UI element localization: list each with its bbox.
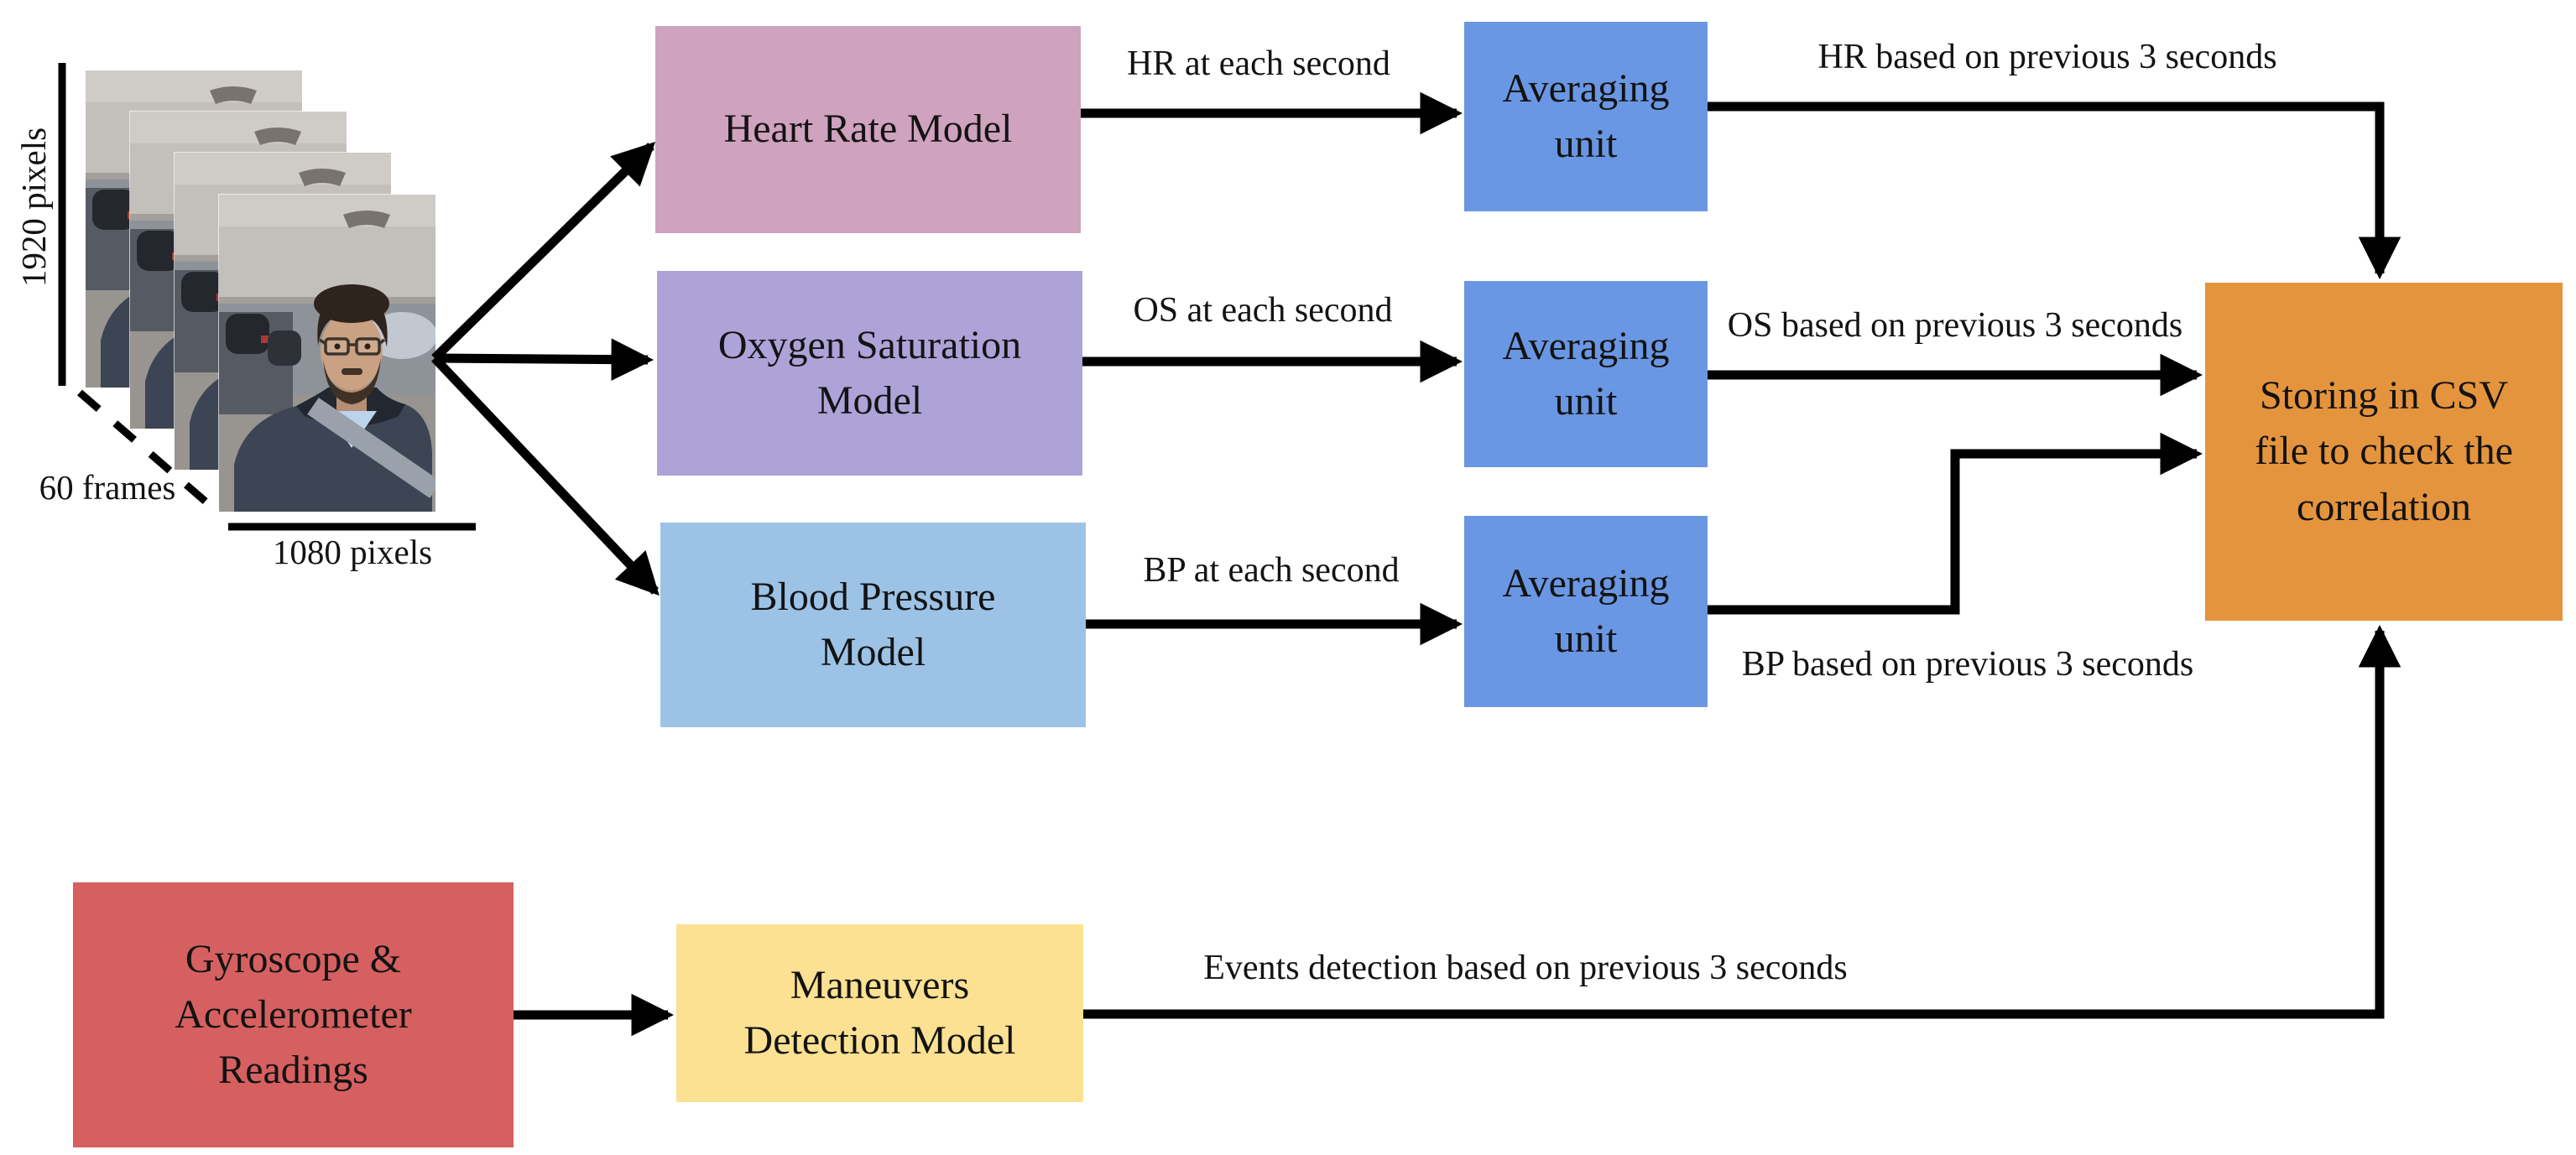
video-frame bbox=[219, 195, 435, 512]
node-label: Gyroscope & Accelerometer Readings bbox=[175, 936, 412, 1093]
node-label: Storing in CSV file to check the correla… bbox=[2255, 373, 2513, 529]
node-label: Averaging unit bbox=[1502, 560, 1670, 661]
node-label: Heart Rate Model bbox=[723, 107, 1013, 152]
node-averaging-unit-hr: Averaging unit bbox=[1464, 22, 1708, 211]
edge-label-hr-each-second: HR at each second bbox=[1127, 44, 1390, 83]
node-averaging-unit-os: Averaging unit bbox=[1464, 281, 1708, 467]
node-label: Oxygen Saturation Model bbox=[717, 322, 1022, 423]
frame-height-label: 1920 pixels bbox=[14, 127, 53, 288]
node-label: Blood Pressure Model bbox=[750, 574, 996, 674]
edge-label-events-detection: Events detection based on previous 3 sec… bbox=[1203, 949, 1848, 987]
edge-label-os-previous-3s: OS based on previous 3 seconds bbox=[1727, 306, 2183, 345]
arrow-frames-to-heart-rate bbox=[431, 142, 656, 362]
node-label: Averaging unit bbox=[1502, 65, 1670, 166]
edge-label-bp-each-second: BP at each second bbox=[1143, 551, 1400, 590]
arrow-frames-to-blood-pressure bbox=[431, 355, 660, 596]
node-maneuvers-detection-model: Maneuvers Detection Model bbox=[676, 924, 1083, 1102]
node-averaging-unit-bp: Averaging unit bbox=[1464, 516, 1708, 707]
node-gyroscope-accelerometer-readings: Gyroscope & Accelerometer Readings bbox=[73, 882, 514, 1147]
node-heart-rate-model: Heart Rate Model bbox=[655, 26, 1081, 233]
frame-count-label: 60 frames bbox=[39, 468, 176, 507]
arrow-frames-to-oxygen bbox=[434, 338, 654, 381]
node-label: Maneuvers Detection Model bbox=[743, 962, 1016, 1063]
edge-label-hr-previous-3s: HR based on previous 3 seconds bbox=[1817, 38, 2277, 76]
edge-label-bp-previous-3s: BP based on previous 3 seconds bbox=[1741, 645, 2194, 684]
node-blood-pressure-model: Blood Pressure Model bbox=[660, 523, 1086, 727]
node-oxygen-saturation-model: Oxygen Saturation Model bbox=[657, 271, 1082, 476]
frame-width-label: 1080 pixels bbox=[272, 533, 433, 571]
arrow-bp-avg-to-csv bbox=[1708, 432, 2203, 615]
node-label: Averaging unit bbox=[1502, 323, 1670, 424]
arrow-hr-avg-to-csv bbox=[1708, 101, 2401, 280]
driver-photo-icon bbox=[219, 195, 435, 512]
node-csv-storage: Storing in CSV file to check the correla… bbox=[2205, 283, 2563, 621]
edge-label-os-each-second: OS at each second bbox=[1133, 291, 1393, 330]
